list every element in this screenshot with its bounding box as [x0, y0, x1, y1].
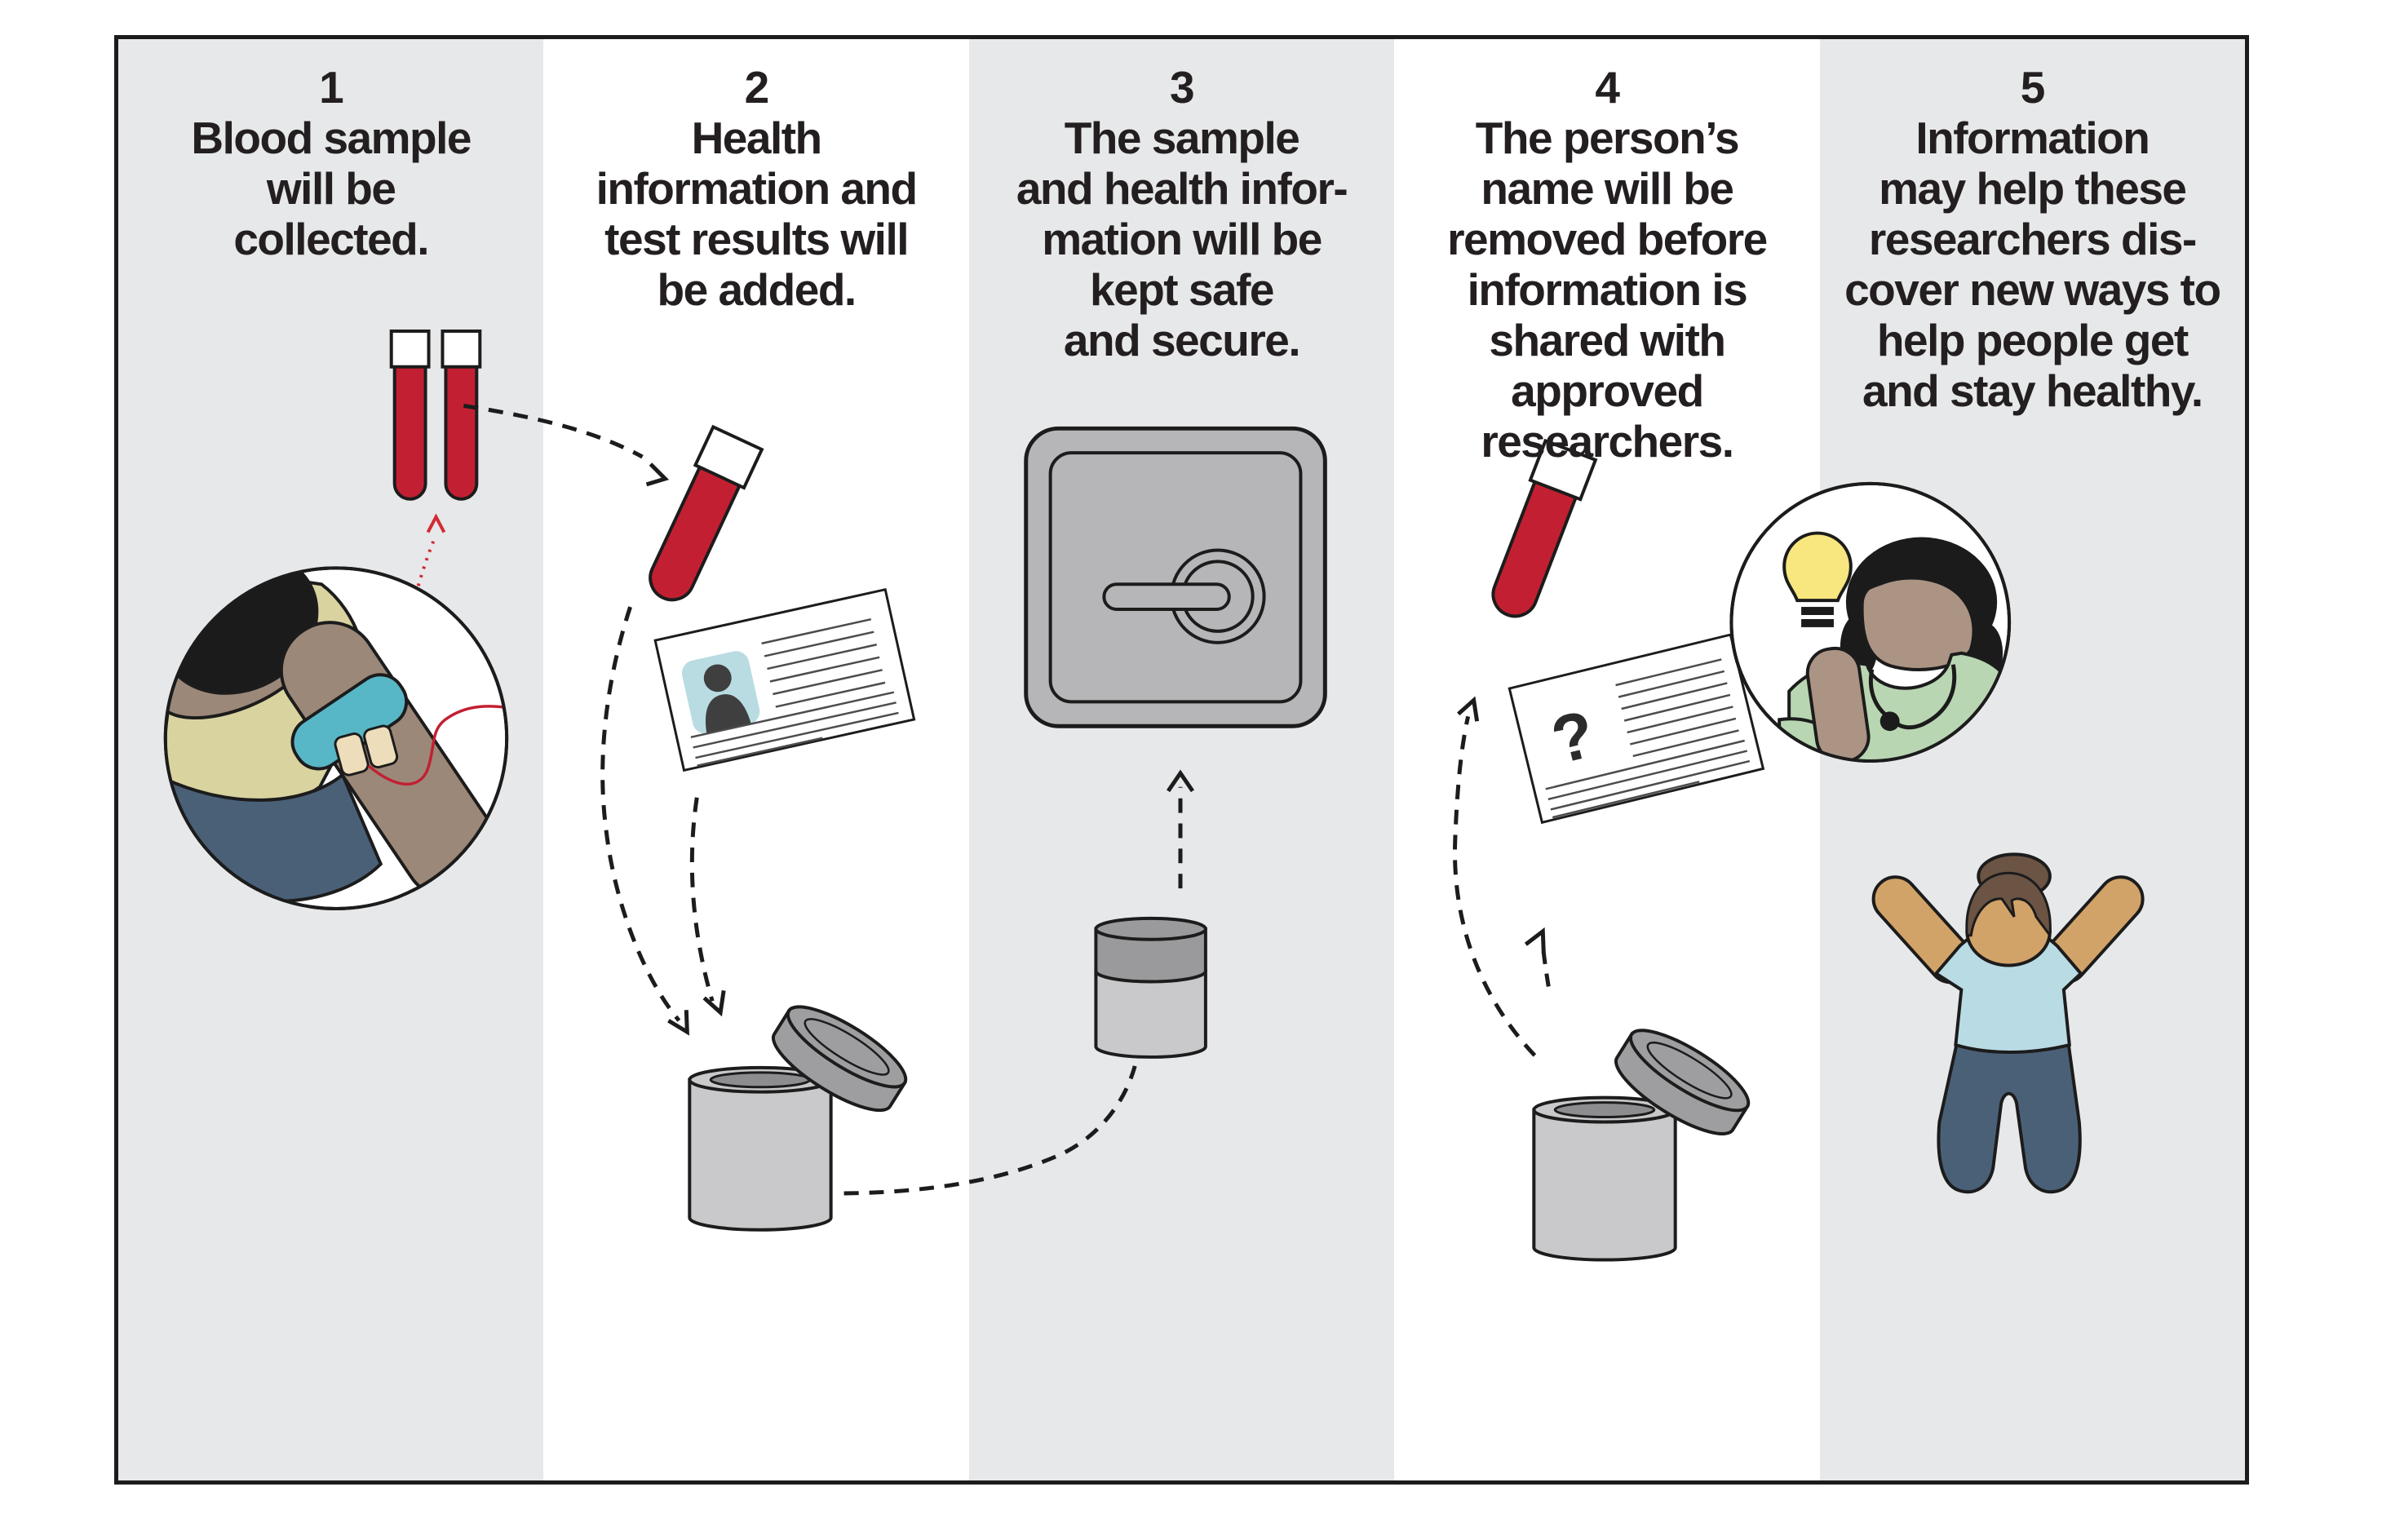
step-text-line: The sample: [1064, 113, 1300, 163]
safe-icon: [1024, 426, 1327, 728]
blood-tubing-line: [367, 705, 507, 786]
step-number: 3: [1169, 62, 1195, 113]
id-card-icon: [653, 587, 916, 772]
person-silhouette-icon: [703, 664, 732, 693]
step-text-line: collected.: [233, 214, 429, 264]
step-number: 1: [319, 62, 344, 113]
step-column-3: 3 The sample and health infor- mation wi…: [968, 39, 1395, 1480]
container-lid-icon: [771, 1005, 908, 1113]
illustrations-layer: ?: [163, 329, 2145, 1262]
step-text-line: kept safe: [1090, 264, 1274, 315]
step-text-line: may help these: [1879, 163, 2187, 214]
step-text-line: researchers dis-: [1868, 214, 2198, 264]
process-diagram-frame: 1 Blood sample will be collected. 2 Heal…: [114, 35, 2249, 1485]
step-number: 5: [2020, 62, 2046, 113]
step-column-5: 5 Information may help these researchers…: [1819, 39, 2246, 1480]
step-text-line: information and: [596, 163, 919, 214]
step-number: 2: [744, 62, 770, 113]
step-text-line: and secure.: [1063, 315, 1301, 365]
person-hair: [1965, 871, 2052, 939]
step-1-heading: 1 Blood sample will be collected.: [118, 39, 543, 264]
sample-jar-icon: [1094, 916, 1207, 1059]
researcher-circle: [1729, 481, 2012, 763]
card-to-container-arrow: [689, 797, 726, 1017]
jar-to-safe-arrow: [1167, 769, 1195, 889]
anonymized-document-icon: ?: [1508, 633, 1765, 825]
tourniquet-band: [290, 673, 409, 771]
safe-handle-bar: [1102, 582, 1231, 612]
researcher-hand: [1805, 646, 1871, 761]
step-5-heading: 5 Information may help these researchers…: [1820, 39, 2245, 416]
step-text-line: be added.: [657, 264, 857, 315]
step-number: 4: [1595, 62, 1620, 113]
id-card-text-lines: [690, 617, 899, 767]
person-pants: [1937, 1042, 2082, 1194]
step1-to-step2-arrow: [463, 403, 670, 487]
step-column-2: 2 Health information and test results wi…: [543, 39, 969, 1480]
blood-draw-circle: [163, 566, 509, 910]
container-open-icon: [688, 1065, 833, 1232]
step-text-line: name will be: [1481, 163, 1734, 214]
step-4-heading: 4 The person’s name will be removed befo…: [1394, 39, 1819, 467]
container-to-document-arrow: [1524, 927, 1551, 987]
step-text-line: shared with: [1489, 315, 1726, 365]
blood-tube-icon: [1491, 438, 1598, 618]
tube-to-container-arrow: [600, 606, 689, 1036]
step-text-line: cover new ways to: [1844, 264, 2221, 315]
document-text-lines: [1545, 658, 1751, 819]
step-text-line: Health: [691, 113, 823, 163]
step-text-line: help people get: [1876, 315, 2189, 365]
container-lid-icon: [1614, 1029, 1751, 1135]
container-open-icon: [1532, 1095, 1677, 1262]
step-text-line: information is: [1467, 264, 1748, 315]
step-text-line: Blood sample: [191, 113, 472, 163]
step-text-line: approved: [1511, 365, 1704, 416]
blood-tube-icon: [389, 329, 431, 501]
step-text-line: will be: [266, 163, 396, 214]
blood-tube-icon: [649, 424, 764, 602]
step-text-line: removed before: [1447, 214, 1768, 264]
happy-person-icon: [1871, 852, 2145, 1194]
bandage-icon: [334, 724, 399, 777]
step-2-heading: 2 Health information and test results wi…: [543, 39, 968, 315]
container-to-tube-arrow: [1453, 696, 1537, 1057]
step-text-line: test results will: [604, 214, 909, 264]
step-text-line: and stay healthy.: [1862, 365, 2203, 416]
step-text-line: mation will be: [1042, 214, 1322, 264]
step-3-heading: 3 The sample and health infor- mation wi…: [969, 39, 1394, 365]
step-text-line: and health infor-: [1016, 163, 1348, 214]
step2-to-step3-arrow: [843, 1065, 1137, 1196]
lightbulb-icon: [1782, 531, 1853, 627]
step-text-line: The person’s: [1475, 113, 1740, 163]
step-text-line: Information: [1915, 113, 2150, 163]
researcher-hair-fringe: [1855, 556, 1991, 659]
blood-draw-arrow: [394, 513, 446, 682]
blood-tube-icon: [441, 329, 482, 501]
step-text-line: researchers.: [1481, 416, 1734, 467]
